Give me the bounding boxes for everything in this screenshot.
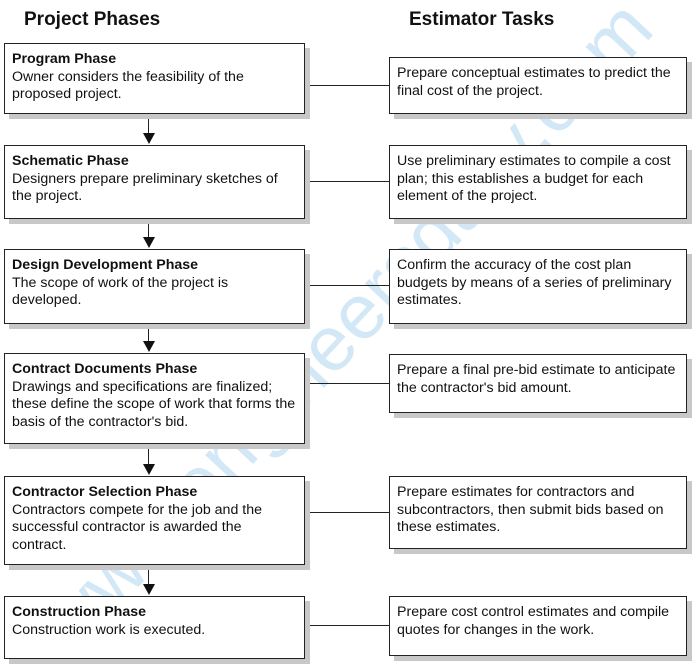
phase-title: Construction Phase (12, 604, 147, 620)
phase-title: Design Development Phase (12, 257, 199, 273)
phase-title: Contractor Selection Phase (12, 484, 198, 500)
connector-line (305, 512, 389, 513)
phase-box-contract-documents: Contract Documents Phase Drawings and sp… (4, 353, 305, 444)
task-text: Prepare a final pre-bid estimate to anti… (397, 362, 676, 396)
flow-line (148, 444, 149, 465)
arrow-down-icon (143, 133, 155, 144)
task-text: Prepare estimates for contractors and su… (397, 484, 664, 535)
tasks-header: Estimator Tasks (409, 9, 555, 30)
flow-line (148, 219, 149, 238)
task-box: Use preliminary estimates to compile a c… (389, 145, 687, 219)
flow-line (148, 324, 149, 342)
connector-line (305, 625, 389, 626)
flow-line (148, 565, 149, 585)
task-box: Prepare cost control estimates and compi… (389, 596, 687, 656)
task-text: Prepare cost control estimates and compi… (397, 604, 670, 638)
task-box: Prepare conceptual estimates to predict … (389, 57, 687, 114)
task-text: Confirm the accuracy of the cost plan bu… (397, 257, 672, 308)
task-box: Prepare estimates for contractors and su… (389, 476, 687, 549)
phase-box-construction: Construction Phase Construction work is … (4, 596, 305, 659)
phase-desc: Contractors compete for the job and the … (12, 501, 262, 553)
phase-title: Program Phase (12, 51, 117, 67)
phase-box-schematic: Schematic Phase Designers prepare prelim… (4, 145, 305, 219)
arrow-down-icon (143, 341, 155, 352)
phase-desc: Drawings and specifications are finalize… (12, 378, 296, 430)
phase-title: Schematic Phase (12, 153, 129, 169)
phase-box-program: Program Phase Owner considers the feasib… (4, 43, 305, 114)
arrow-down-icon (143, 237, 155, 248)
connector-line (305, 181, 389, 182)
arrow-down-icon (143, 464, 155, 475)
phase-desc: Designers prepare preliminary sketches o… (12, 170, 278, 205)
phase-desc: Owner considers the feasibility of the p… (12, 68, 244, 103)
flow-line (148, 114, 149, 134)
phase-desc: Construction work is executed. (12, 621, 206, 638)
phases-header: Project Phases (24, 9, 161, 30)
arrow-down-icon (143, 584, 155, 595)
task-box: Prepare a final pre-bid estimate to anti… (389, 354, 687, 413)
phase-title: Contract Documents Phase (12, 361, 198, 377)
connector-line (305, 383, 389, 384)
connector-line (305, 285, 389, 286)
phase-box-design-development: Design Development Phase The scope of wo… (4, 249, 305, 324)
task-box: Confirm the accuracy of the cost plan bu… (389, 249, 687, 324)
phase-box-contractor-selection: Contractor Selection Phase Contractors c… (4, 476, 305, 565)
task-text: Use preliminary estimates to compile a c… (397, 153, 671, 204)
phase-desc: The scope of work of the project is deve… (12, 274, 229, 309)
task-text: Prepare conceptual estimates to predict … (397, 65, 671, 99)
connector-line (305, 85, 389, 86)
